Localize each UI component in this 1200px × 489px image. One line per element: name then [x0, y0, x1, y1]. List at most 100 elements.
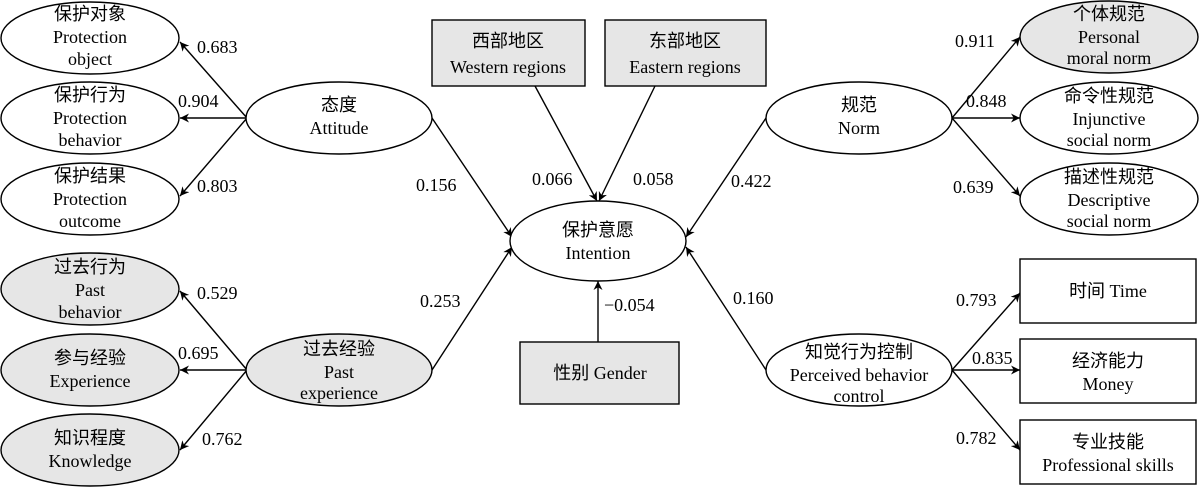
node-label-en: moral norm — [1067, 48, 1151, 68]
node-label-zh: 知识程度 — [54, 428, 126, 448]
node-label-en: Protection — [53, 27, 127, 47]
coef-norm-injunctive: 0.848 — [966, 91, 1007, 111]
edge-past-to-past-behavior — [179, 290, 248, 371]
node-descriptive-social-norm: 描述性规范 Descriptive social norm — [1019, 162, 1199, 236]
node-label-en: Eastern regions — [629, 57, 740, 77]
coef-pbc-skills: 0.782 — [956, 428, 997, 448]
node-norm: 规范 Norm — [765, 81, 953, 155]
node-label-en: object — [68, 49, 112, 69]
node-past-experience: 过去经验 Past experience — [245, 333, 433, 407]
node-label-zh: 规范 — [841, 95, 877, 115]
coef-pbc-intention: 0.160 — [733, 288, 774, 308]
coef-past-past-behavior: 0.529 — [197, 283, 238, 303]
node-protection-object: 保护对象 Protection object — [0, 1, 180, 75]
node-label-zh: 保护结果 — [54, 166, 126, 186]
node-label-en: Norm — [838, 118, 880, 138]
node-label-en: Western regions — [450, 57, 566, 77]
node-label-zh: 态度 — [321, 95, 357, 115]
node-label-zh: 命令性规范 — [1064, 86, 1154, 106]
node-label-en: Professional skills — [1042, 455, 1174, 475]
coef-attitude-outcome: 0.803 — [197, 176, 238, 196]
node-label: 时间 Time — [1069, 281, 1147, 301]
node-label-en: Past — [75, 280, 105, 300]
node-label-en: Experience — [50, 371, 131, 391]
edge-eastern-to-intention — [598, 85, 656, 202]
coef-norm-personal: 0.911 — [955, 31, 995, 51]
edge-norm-to-personal — [951, 36, 1021, 119]
node-label-zh: 专业技能 — [1072, 432, 1144, 452]
coef-gender-intention: −0.054 — [604, 295, 655, 315]
edge-norm-to-intention — [685, 117, 767, 238]
coef-attitude-behavior: 0.904 — [178, 91, 219, 111]
coef-past-intention: 0.253 — [420, 291, 461, 311]
node-label: 性别 Gender — [553, 363, 646, 383]
edge-pbc-to-time — [951, 292, 1021, 371]
coef-past-knowledge: 0.762 — [202, 429, 243, 449]
node-label-zh: 参与经验 — [54, 348, 126, 368]
node-knowledge: 知识程度 Knowledge — [0, 413, 180, 487]
node-label-zh: 东部地区 — [649, 31, 721, 51]
node-professional-skills: 专业技能 Professional skills — [1019, 419, 1197, 485]
node-eastern-regions: 东部地区 Eastern regions — [604, 19, 767, 87]
node-label-zh: 过去经验 — [303, 339, 375, 359]
node-intention: 保护意愿 Intention — [509, 200, 687, 282]
coef-western-intention: 0.066 — [532, 169, 573, 189]
coef-norm-descriptive: 0.639 — [953, 177, 994, 197]
edge-attitude-to-outcome — [179, 117, 248, 197]
node-perceived-behavior-control: 知觉行为控制 Perceived behavior control — [765, 333, 953, 407]
node-protection-behavior: 保护行为 Protection behavior — [0, 81, 180, 155]
node-label-en: social norm — [1067, 130, 1151, 150]
node-label-en: Perceived behavior — [790, 365, 928, 385]
node-label-zh: 知觉行为控制 — [805, 342, 913, 362]
coef-eastern-intention: 0.058 — [633, 169, 674, 189]
node-attitude: 态度 Attitude — [245, 81, 433, 155]
edge-pbc-to-intention — [685, 246, 767, 371]
coef-past-experience: 0.695 — [178, 343, 219, 363]
coef-pbc-money: 0.835 — [972, 348, 1013, 368]
node-label-en: social norm — [1067, 211, 1151, 231]
node-label-zh: 西部地区 — [472, 31, 544, 51]
node-gender: 性别 Gender — [519, 341, 680, 405]
edge-past-to-intention — [431, 246, 513, 371]
edge-past-to-knowledge — [179, 369, 248, 451]
coef-norm-intention: 0.422 — [731, 171, 772, 191]
node-label-en: Attitude — [310, 118, 369, 138]
node-label-en: Descriptive — [1068, 190, 1151, 210]
node-label-zh: 经济能力 — [1072, 351, 1144, 371]
node-label-en: Intention — [566, 243, 631, 263]
node-personal-moral-norm: 个体规范 Personal moral norm — [1019, 0, 1199, 74]
node-label-zh: 个体规范 — [1073, 4, 1145, 24]
node-label-zh: 描述性规范 — [1064, 167, 1154, 187]
edge-western-to-intention — [534, 85, 598, 202]
node-label-en: Injunctive — [1073, 109, 1146, 129]
coef-attitude-object: 0.683 — [197, 37, 238, 57]
edge-norm-to-descriptive — [951, 117, 1021, 197]
node-label-en: behavior — [59, 130, 122, 150]
node-money: 经济能力 Money — [1019, 338, 1197, 404]
node-label-en: outcome — [59, 211, 121, 231]
node-western-regions: 西部地区 Western regions — [431, 19, 586, 87]
node-label-zh: 保护对象 — [54, 4, 126, 24]
node-label-en: Knowledge — [49, 451, 132, 471]
node-time: 时间 Time — [1019, 258, 1197, 324]
edge-pbc-to-skills — [951, 369, 1021, 451]
node-label-en: experience — [300, 383, 378, 403]
node-protection-outcome: 保护结果 Protection outcome — [0, 162, 180, 236]
node-label-en: behavior — [59, 302, 122, 322]
coef-pbc-time: 0.793 — [956, 290, 997, 310]
node-label-en: Money — [1083, 374, 1134, 394]
node-experience: 参与经验 Experience — [0, 333, 180, 407]
coef-attitude-intention: 0.156 — [416, 175, 457, 195]
node-past-behavior: 过去行为 Past behavior — [0, 252, 180, 326]
node-label-en: Protection — [53, 189, 127, 209]
node-injunctive-social-norm: 命令性规范 Injunctive social norm — [1019, 81, 1199, 155]
node-label-zh: 保护行为 — [54, 85, 126, 105]
node-label-en: Past — [324, 362, 354, 382]
node-label-zh: 过去行为 — [54, 257, 126, 277]
node-label-en: Protection — [53, 108, 127, 128]
edge-attitude-to-intention — [431, 117, 513, 238]
edge-attitude-to-object — [179, 41, 248, 119]
node-label-zh: 保护意愿 — [562, 220, 634, 240]
node-label-en: Personal — [1078, 27, 1140, 47]
